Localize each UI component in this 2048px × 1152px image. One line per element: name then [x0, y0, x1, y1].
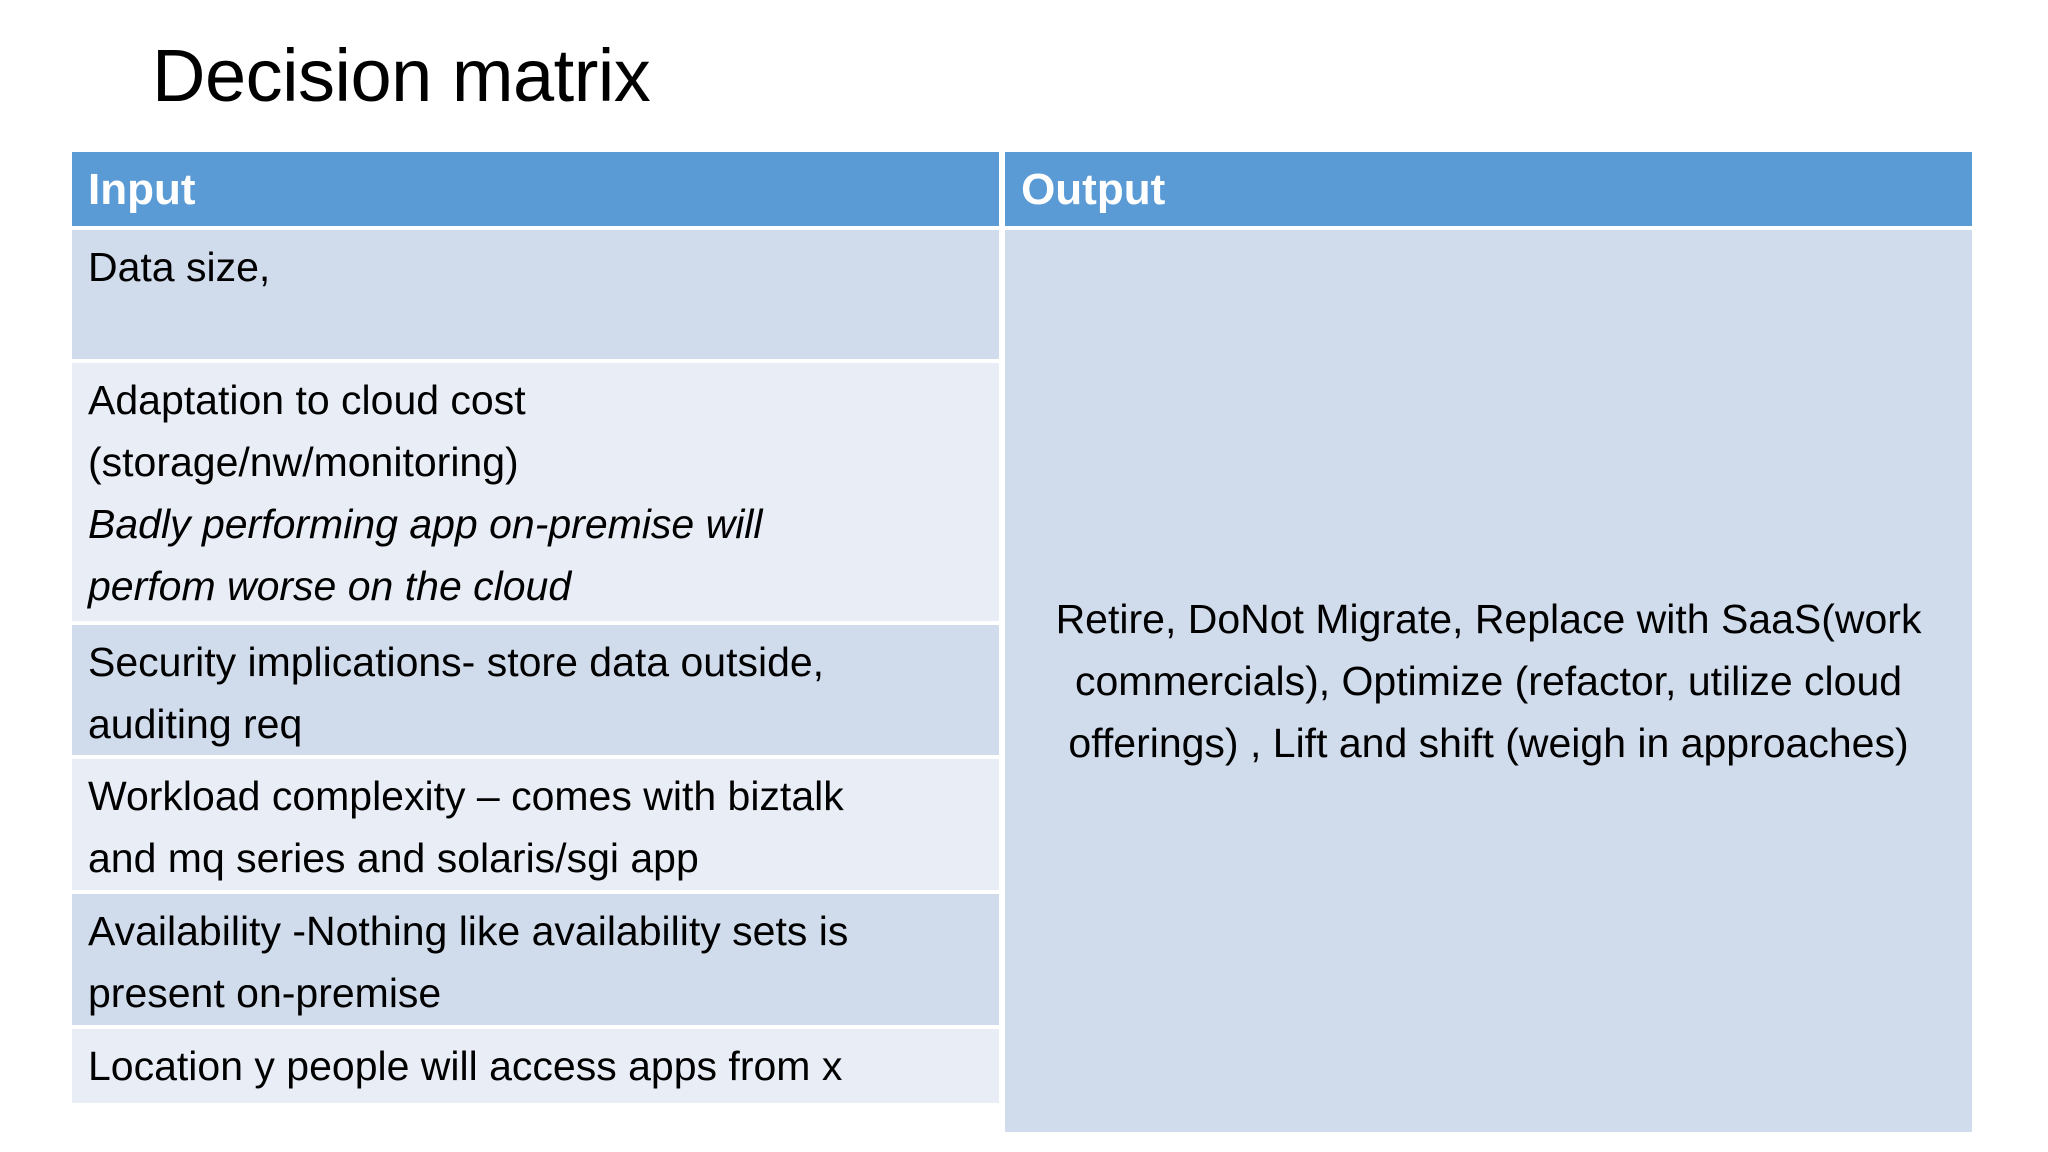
- table-row: Data size,: [72, 230, 1000, 359]
- decision-matrix-table: Input Data size, Adaptation to cloud cos…: [72, 152, 1972, 1132]
- input-column: Input Data size, Adaptation to cloud cos…: [72, 152, 1000, 1132]
- cell-line: auditing req: [88, 701, 303, 747]
- cell-line: Availability -Nothing like availability …: [88, 908, 849, 954]
- cell-line: present on-premise: [88, 970, 442, 1016]
- cell-line-italic: Badly performing app on-premise will: [88, 501, 763, 547]
- table-row: Availability -Nothing like availability …: [72, 894, 1000, 1025]
- table-row: Location y people will access apps from …: [72, 1029, 1000, 1103]
- column-header-output: Output: [1005, 152, 1972, 226]
- cell-line: Location y people will access apps from …: [88, 1043, 843, 1089]
- table-row: Workload complexity – comes with biztalk…: [72, 759, 1000, 890]
- table-row: Adaptation to cloud cost (storage/nw/mon…: [72, 363, 1000, 621]
- cell-line: Security implications- store data outsid…: [88, 639, 825, 685]
- table-row: Security implications- store data outsid…: [72, 625, 1000, 755]
- cell-line: and mq series and solaris/sgi app: [88, 835, 699, 881]
- cell-line: (storage/nw/monitoring): [88, 439, 519, 485]
- cell-line: Data size,: [88, 244, 271, 290]
- page-title: Decision matrix: [152, 34, 651, 117]
- cell-line: Workload complexity – comes with biztalk: [88, 773, 844, 819]
- output-column: Output Retire, DoNot Migrate, Replace wi…: [1005, 152, 1972, 1132]
- output-cell-content: Retire, DoNot Migrate, Replace with SaaS…: [1005, 230, 1972, 1132]
- cell-line-italic: perfom worse on the cloud: [88, 563, 572, 609]
- cell-line: Adaptation to cloud cost: [88, 377, 526, 423]
- column-header-input: Input: [72, 152, 1000, 226]
